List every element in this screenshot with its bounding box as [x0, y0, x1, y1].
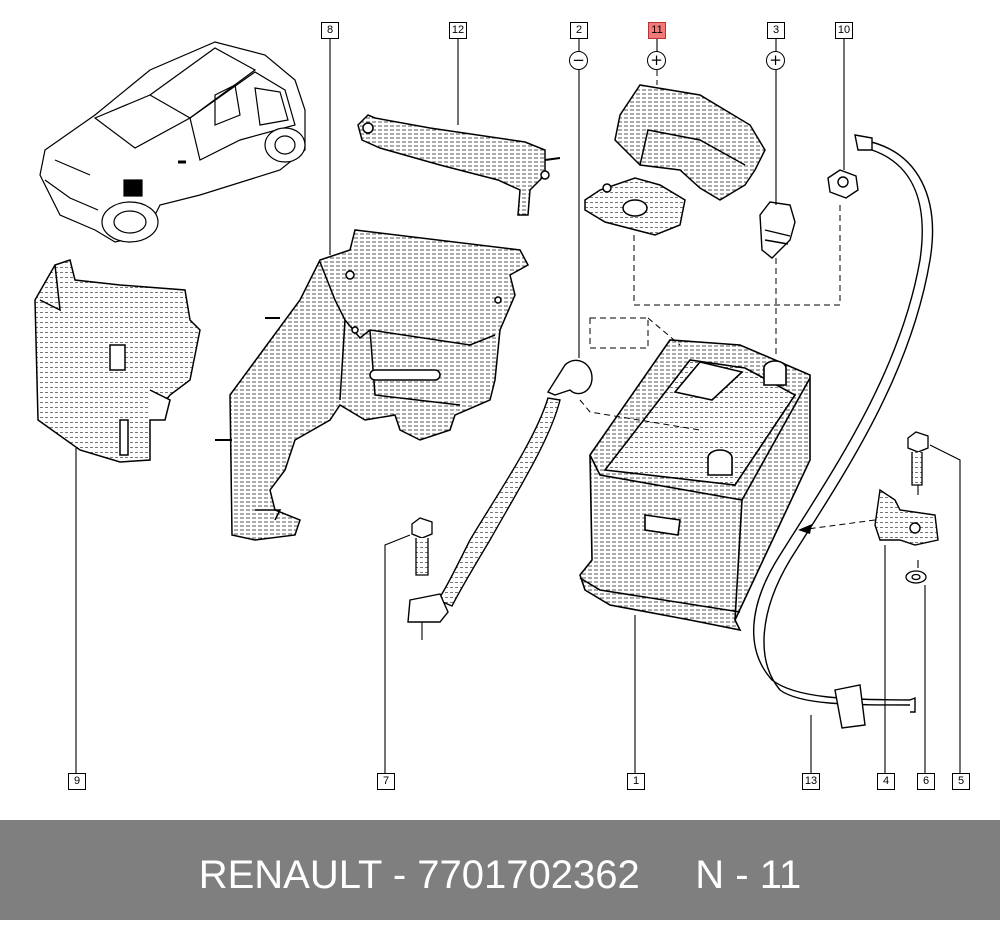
callout-13: 13	[802, 773, 820, 790]
callout-9: 9	[68, 773, 86, 790]
terminal-cover-part-11	[584, 84, 766, 236]
nut-part-10	[827, 169, 859, 199]
leader-lines	[75, 38, 961, 773]
arrow-head	[798, 524, 812, 534]
minus-symbol: −	[569, 51, 588, 70]
callout-7: 7	[377, 773, 395, 790]
footer-bar: RENAULT - 7701702362 N - 11	[0, 820, 1000, 920]
callout-6: 6	[917, 773, 935, 790]
plus-symbol-part-3: +	[766, 51, 785, 70]
hold-down-bracket-part-12	[357, 114, 561, 216]
dashed-lines	[579, 70, 876, 531]
callout-10: 10	[835, 22, 853, 39]
hold-clamp-part-4	[874, 488, 939, 546]
bolt-part-7	[411, 517, 433, 576]
positive-clamp-part-3	[759, 201, 796, 259]
heat-shield-part-9	[34, 259, 201, 463]
plus-symbol-part-11: +	[647, 51, 666, 70]
battery-assembly-diagram	[34, 38, 961, 773]
car-illustration	[39, 41, 306, 243]
callout-8: 8	[321, 22, 339, 39]
callout-3: 3	[767, 22, 785, 39]
callout-4: 4	[877, 773, 895, 790]
washer-part-6	[905, 570, 927, 584]
callout-12: 12	[449, 22, 467, 39]
callout-11-highlighted: 11	[648, 22, 666, 39]
bolt-part-5	[907, 431, 929, 486]
callout-5: 5	[952, 773, 970, 790]
part-number-caption: RENAULT - 7701702362 N - 11	[198, 853, 802, 897]
battery-part-1	[579, 339, 811, 632]
callout-1: 1	[627, 773, 645, 790]
callout-2: 2	[570, 22, 588, 39]
negative-cable-part-2	[407, 359, 593, 623]
vent-hose-part-13	[752, 134, 934, 729]
battery-tray-part-8	[215, 229, 530, 541]
